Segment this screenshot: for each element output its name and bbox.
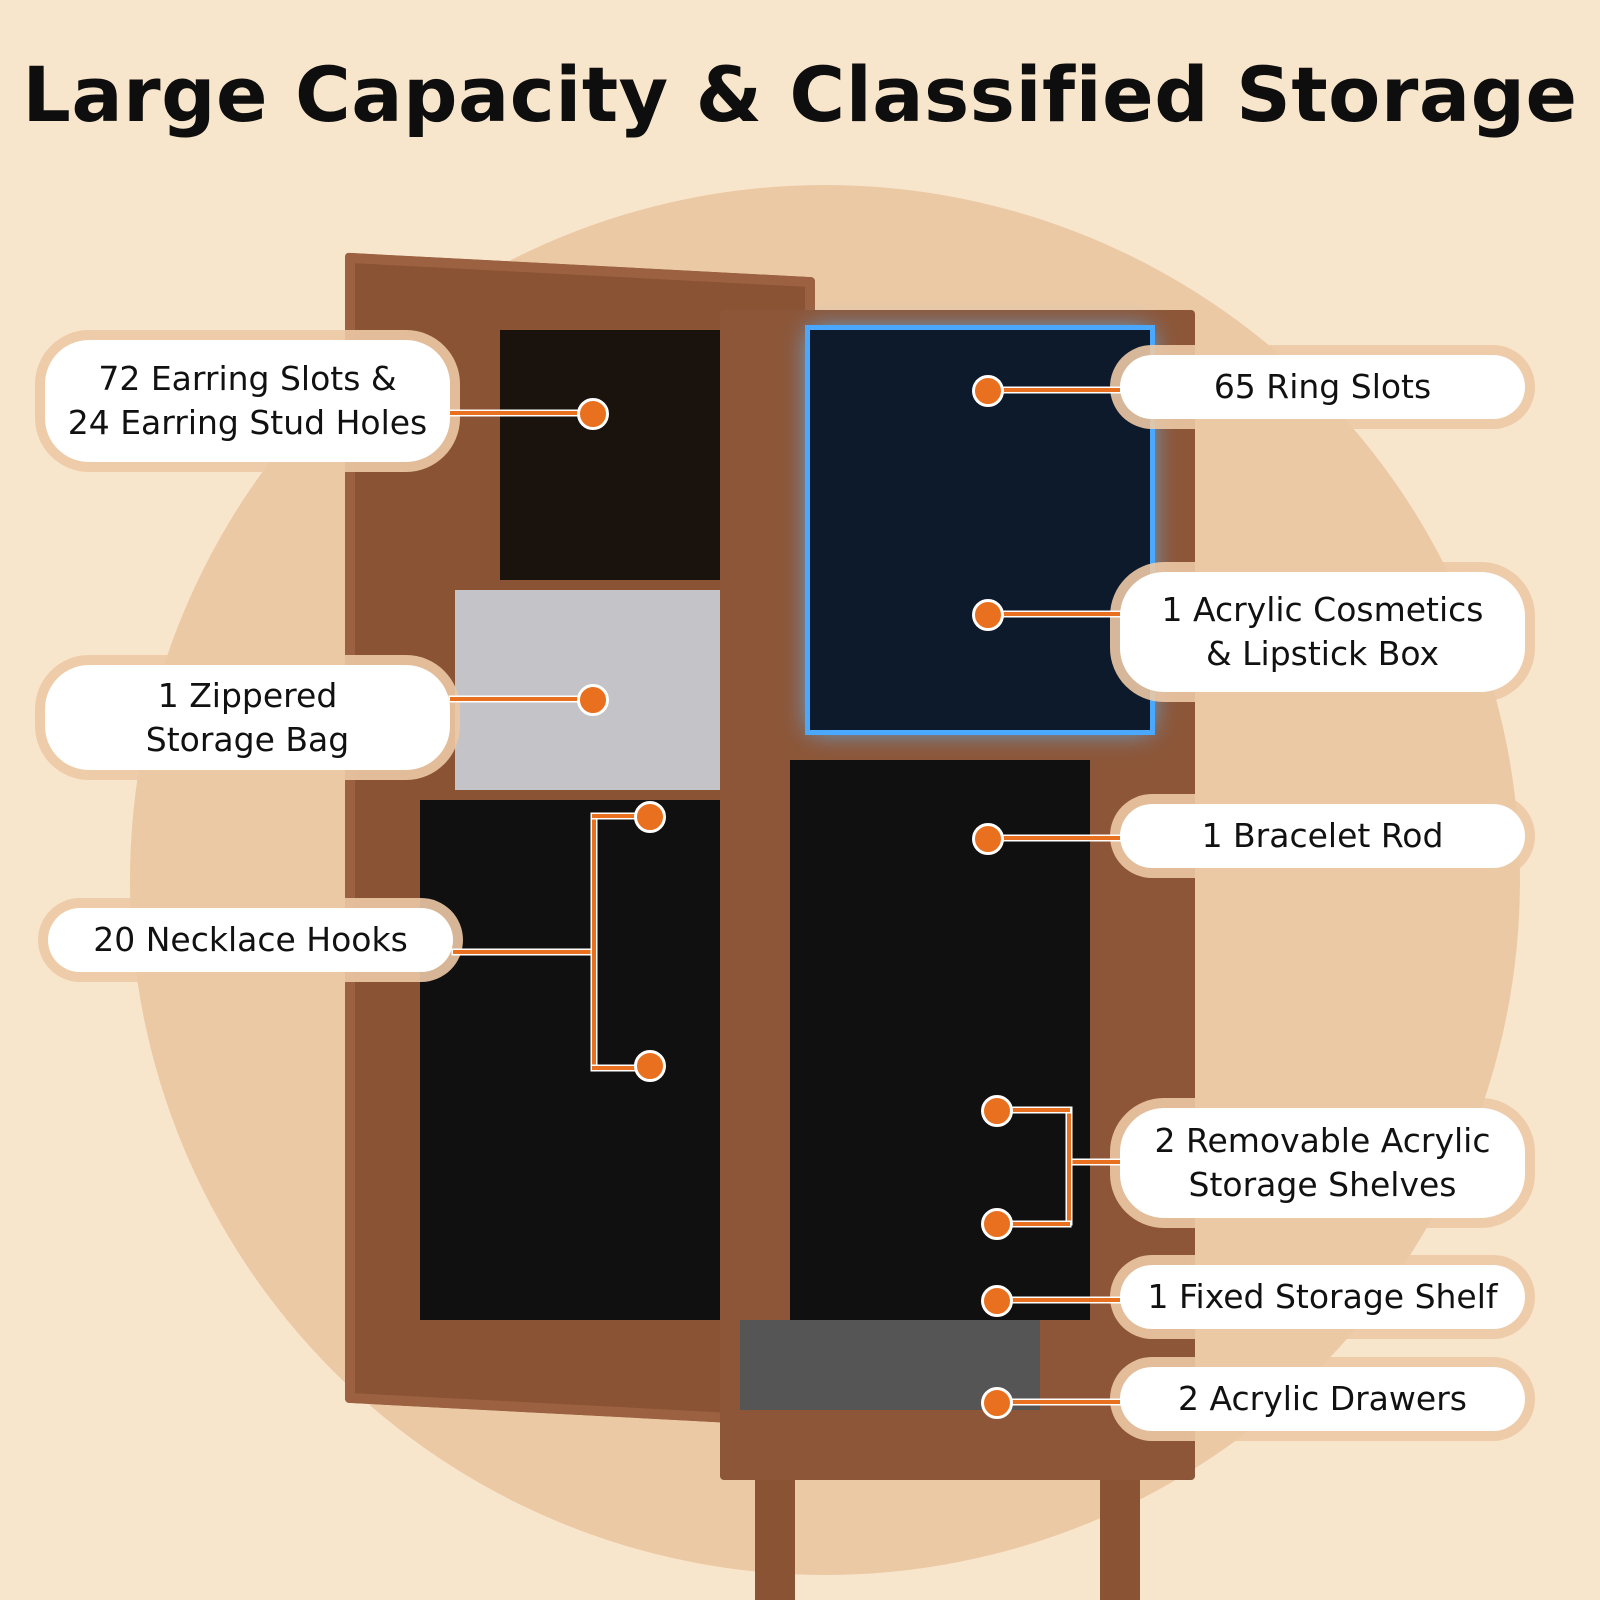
- callout-dot: [577, 684, 609, 716]
- callout-cosmetics-box: 1 Acrylic Cosmetics & Lipstick Box: [1120, 572, 1525, 692]
- callout-line: [985, 836, 1120, 840]
- callout-dot: [981, 1387, 1013, 1419]
- callout-dot: [981, 1095, 1013, 1127]
- callout-earring-slots: 72 Earring Slots & 24 Earring Stud Holes: [45, 340, 450, 462]
- callout-dot: [981, 1285, 1013, 1317]
- callout-line: [592, 1066, 647, 1070]
- necklace-panel: [420, 800, 740, 1320]
- callout-line: [453, 950, 593, 954]
- callout-dot: [634, 801, 666, 833]
- callout-line: [985, 388, 1120, 392]
- callout-dot: [981, 1208, 1013, 1240]
- callout-line: [995, 1108, 1070, 1112]
- callout-bracket: [592, 814, 596, 1068]
- callout-line: [985, 612, 1120, 616]
- callout-dot: [972, 375, 1004, 407]
- callout-zippered-bag: 1 Zippered Storage Bag: [45, 665, 450, 770]
- callout-line: [592, 814, 647, 818]
- callout-bracket: [1067, 1108, 1071, 1224]
- callout-line: [450, 697, 590, 701]
- callout-dot: [972, 823, 1004, 855]
- callout-line: [995, 1222, 1070, 1226]
- callout-necklace-hooks: 20 Necklace Hooks: [48, 908, 453, 972]
- callout-line: [995, 1400, 1120, 1404]
- earring-panel: [500, 330, 760, 580]
- callout-line: [1070, 1160, 1120, 1164]
- callout-acrylic-drawers: 2 Acrylic Drawers: [1120, 1367, 1525, 1431]
- callout-ring-slots: 65 Ring Slots: [1120, 355, 1525, 419]
- callout-removable-shelves: 2 Removable Acrylic Storage Shelves: [1120, 1108, 1525, 1218]
- callout-dot: [972, 599, 1004, 631]
- callout-fixed-shelf: 1 Fixed Storage Shelf: [1120, 1265, 1525, 1329]
- callout-dot: [577, 398, 609, 430]
- lower-compartment: [790, 760, 1090, 1320]
- callout-dot: [634, 1050, 666, 1082]
- callout-bracelet-rod: 1 Bracelet Rod: [1120, 804, 1525, 868]
- callout-line: [995, 1298, 1120, 1302]
- page-title: Large Capacity & Classified Storage: [22, 50, 1578, 139]
- callout-line: [450, 411, 590, 415]
